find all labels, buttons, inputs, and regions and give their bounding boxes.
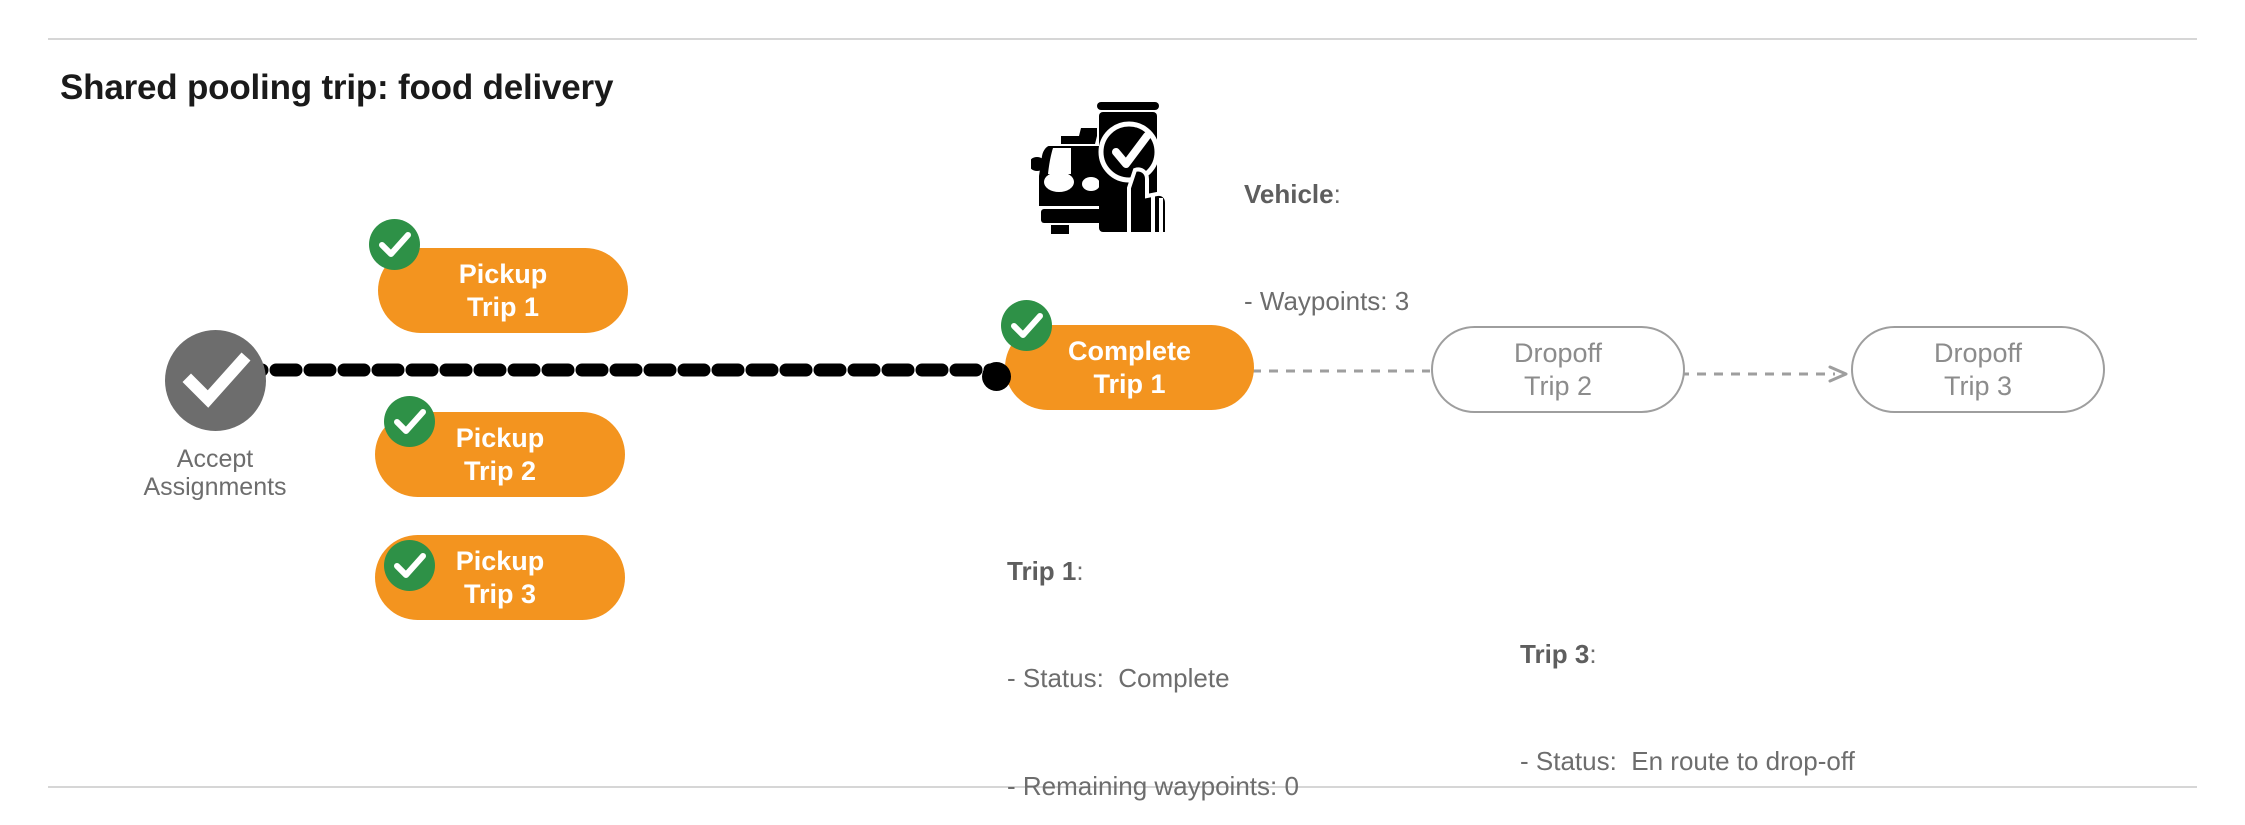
top-divider	[48, 38, 2197, 40]
pickup-trip-3-line2: Trip 3	[463, 578, 537, 609]
trip-3-heading-colon: :	[1589, 638, 1597, 669]
accept-assignments-label: Accept Assignments	[120, 445, 310, 501]
page-title: Shared pooling trip: food delivery	[60, 68, 614, 107]
pickup-trip-1-node[interactable]: Pickup Trip 1	[378, 248, 628, 333]
connector-dropoff2-to-dropoff3	[1680, 364, 1855, 389]
pickup-trip-2-line1: Pickup	[455, 422, 545, 453]
check-circle-icon	[164, 330, 266, 431]
connector-end-dot	[982, 362, 1011, 391]
connector-complete-to-dropoff2	[1252, 364, 1432, 382]
pickup-trip-2-node[interactable]: Pickup Trip 2	[375, 412, 625, 497]
trip-3-info-block: Trip 3: - Status: En route to drop-off -…	[1520, 565, 1855, 825]
car-phone-check-icon	[1029, 84, 1191, 236]
vehicle-waypoints: - Waypoints: 3	[1244, 286, 1410, 317]
vehicle-heading-colon: :	[1333, 178, 1341, 209]
vehicle-heading: Vehicle	[1244, 178, 1334, 209]
dropoff-trip-2-line2: Trip 2	[1523, 370, 1592, 401]
trip-1-heading-colon: :	[1076, 555, 1084, 586]
pickup-trip-2-line2: Trip 2	[463, 455, 537, 486]
pickup-trip-1-line2: Trip 1	[466, 291, 540, 322]
trip-3-heading: Trip 3	[1520, 638, 1590, 669]
check-badge-icon-pickup-1	[369, 219, 420, 270]
dropoff-trip-3-node[interactable]: Dropoff Trip 3	[1851, 326, 2105, 413]
dropoff-trip-2-line1: Dropoff	[1513, 337, 1603, 368]
trip-1-status: - Status: Complete	[1007, 663, 1230, 694]
complete-trip-1-line2: Trip 1	[1093, 368, 1166, 399]
check-badge-icon-pickup-2	[384, 396, 435, 447]
bottom-divider	[48, 786, 2197, 788]
trip-1-heading: Trip 1	[1007, 555, 1077, 586]
trip-3-status: - Status: En route to drop-off	[1520, 746, 1855, 777]
connector-accept-to-complete	[235, 360, 1005, 385]
trip-1-waypoints: - Remaining waypoints: 0	[1007, 771, 1299, 801]
dropoff-trip-2-node[interactable]: Dropoff Trip 2	[1431, 326, 1685, 413]
vehicle-info-block: Vehicle: - Waypoints: 3	[1244, 105, 1409, 392]
check-badge-icon-complete-1	[1001, 300, 1052, 351]
dropoff-trip-3-line2: Trip 3	[1943, 370, 2012, 401]
dropoff-trip-3-line1: Dropoff	[1933, 337, 2023, 368]
trip-1-2-info-block: Trip 1: - Status: Complete - Remaining w…	[1007, 482, 1342, 825]
accept-label-line2: Assignments	[143, 473, 287, 501]
complete-trip-1-line1: Complete	[1067, 335, 1192, 366]
accept-assignments-node[interactable]: Accept Assignments	[120, 330, 310, 501]
accept-label-line1: Accept	[176, 445, 254, 473]
check-badge-icon-pickup-3	[384, 540, 435, 591]
pickup-trip-3-line1: Pickup	[455, 545, 545, 576]
pickup-trip-1-line1: Pickup	[458, 258, 548, 289]
